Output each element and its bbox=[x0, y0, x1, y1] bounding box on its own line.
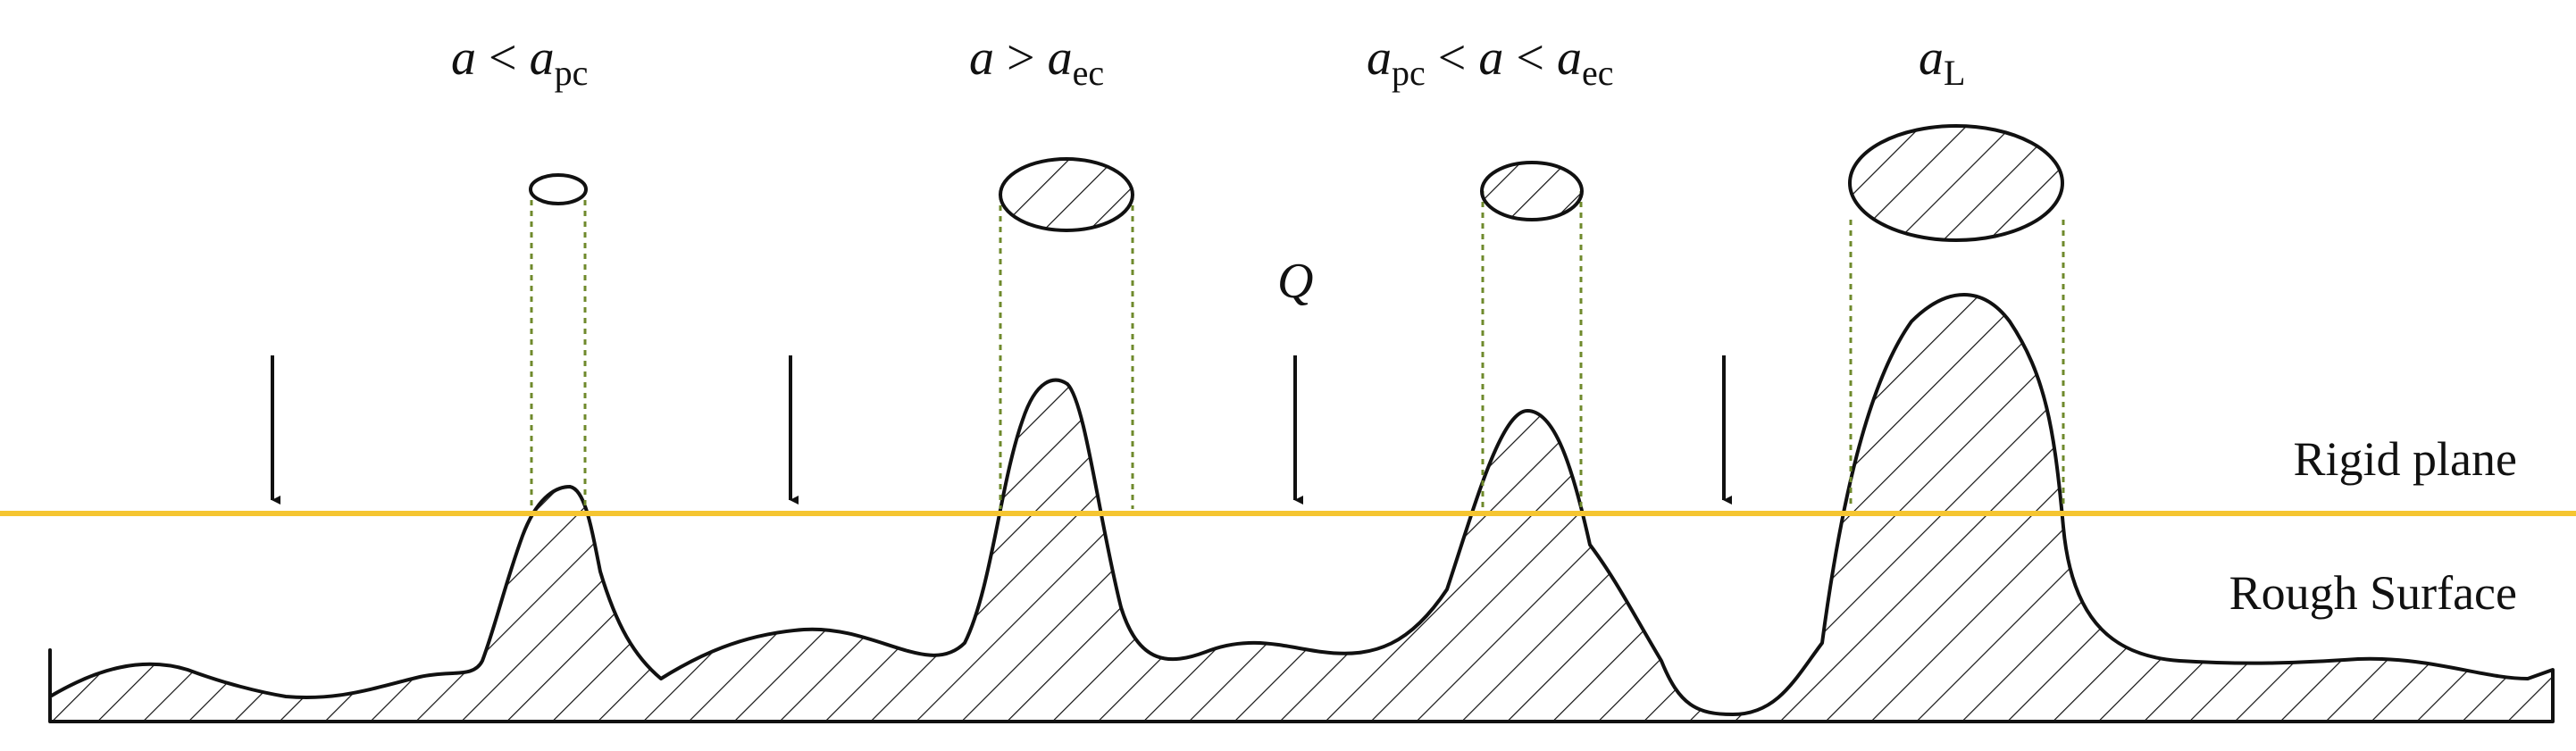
rough-surface-profile bbox=[48, 293, 2555, 723]
label-case-large: aL bbox=[1919, 30, 1965, 93]
label-rigid-plane: Rigid plane bbox=[2294, 432, 2517, 486]
contact-ellipse-large bbox=[1848, 124, 2064, 242]
contact-ellipses bbox=[529, 124, 2064, 242]
contact-ellipse-elastic bbox=[999, 157, 1134, 232]
load-arrows bbox=[271, 355, 1732, 505]
contact-ellipse-plastic bbox=[1480, 161, 1584, 221]
label-case-small: a < apc bbox=[451, 30, 588, 93]
label-load-q: Q bbox=[1277, 254, 1313, 309]
rough-surface bbox=[48, 293, 2555, 723]
label-rough-surface: Rough Surface bbox=[2229, 566, 2517, 620]
label-case-elastic: a > aec bbox=[969, 30, 1104, 93]
contact-ellipse-small bbox=[529, 173, 588, 205]
label-case-plastic: apc < a < aec bbox=[1367, 30, 1613, 93]
guide-lines bbox=[530, 189, 2065, 509]
